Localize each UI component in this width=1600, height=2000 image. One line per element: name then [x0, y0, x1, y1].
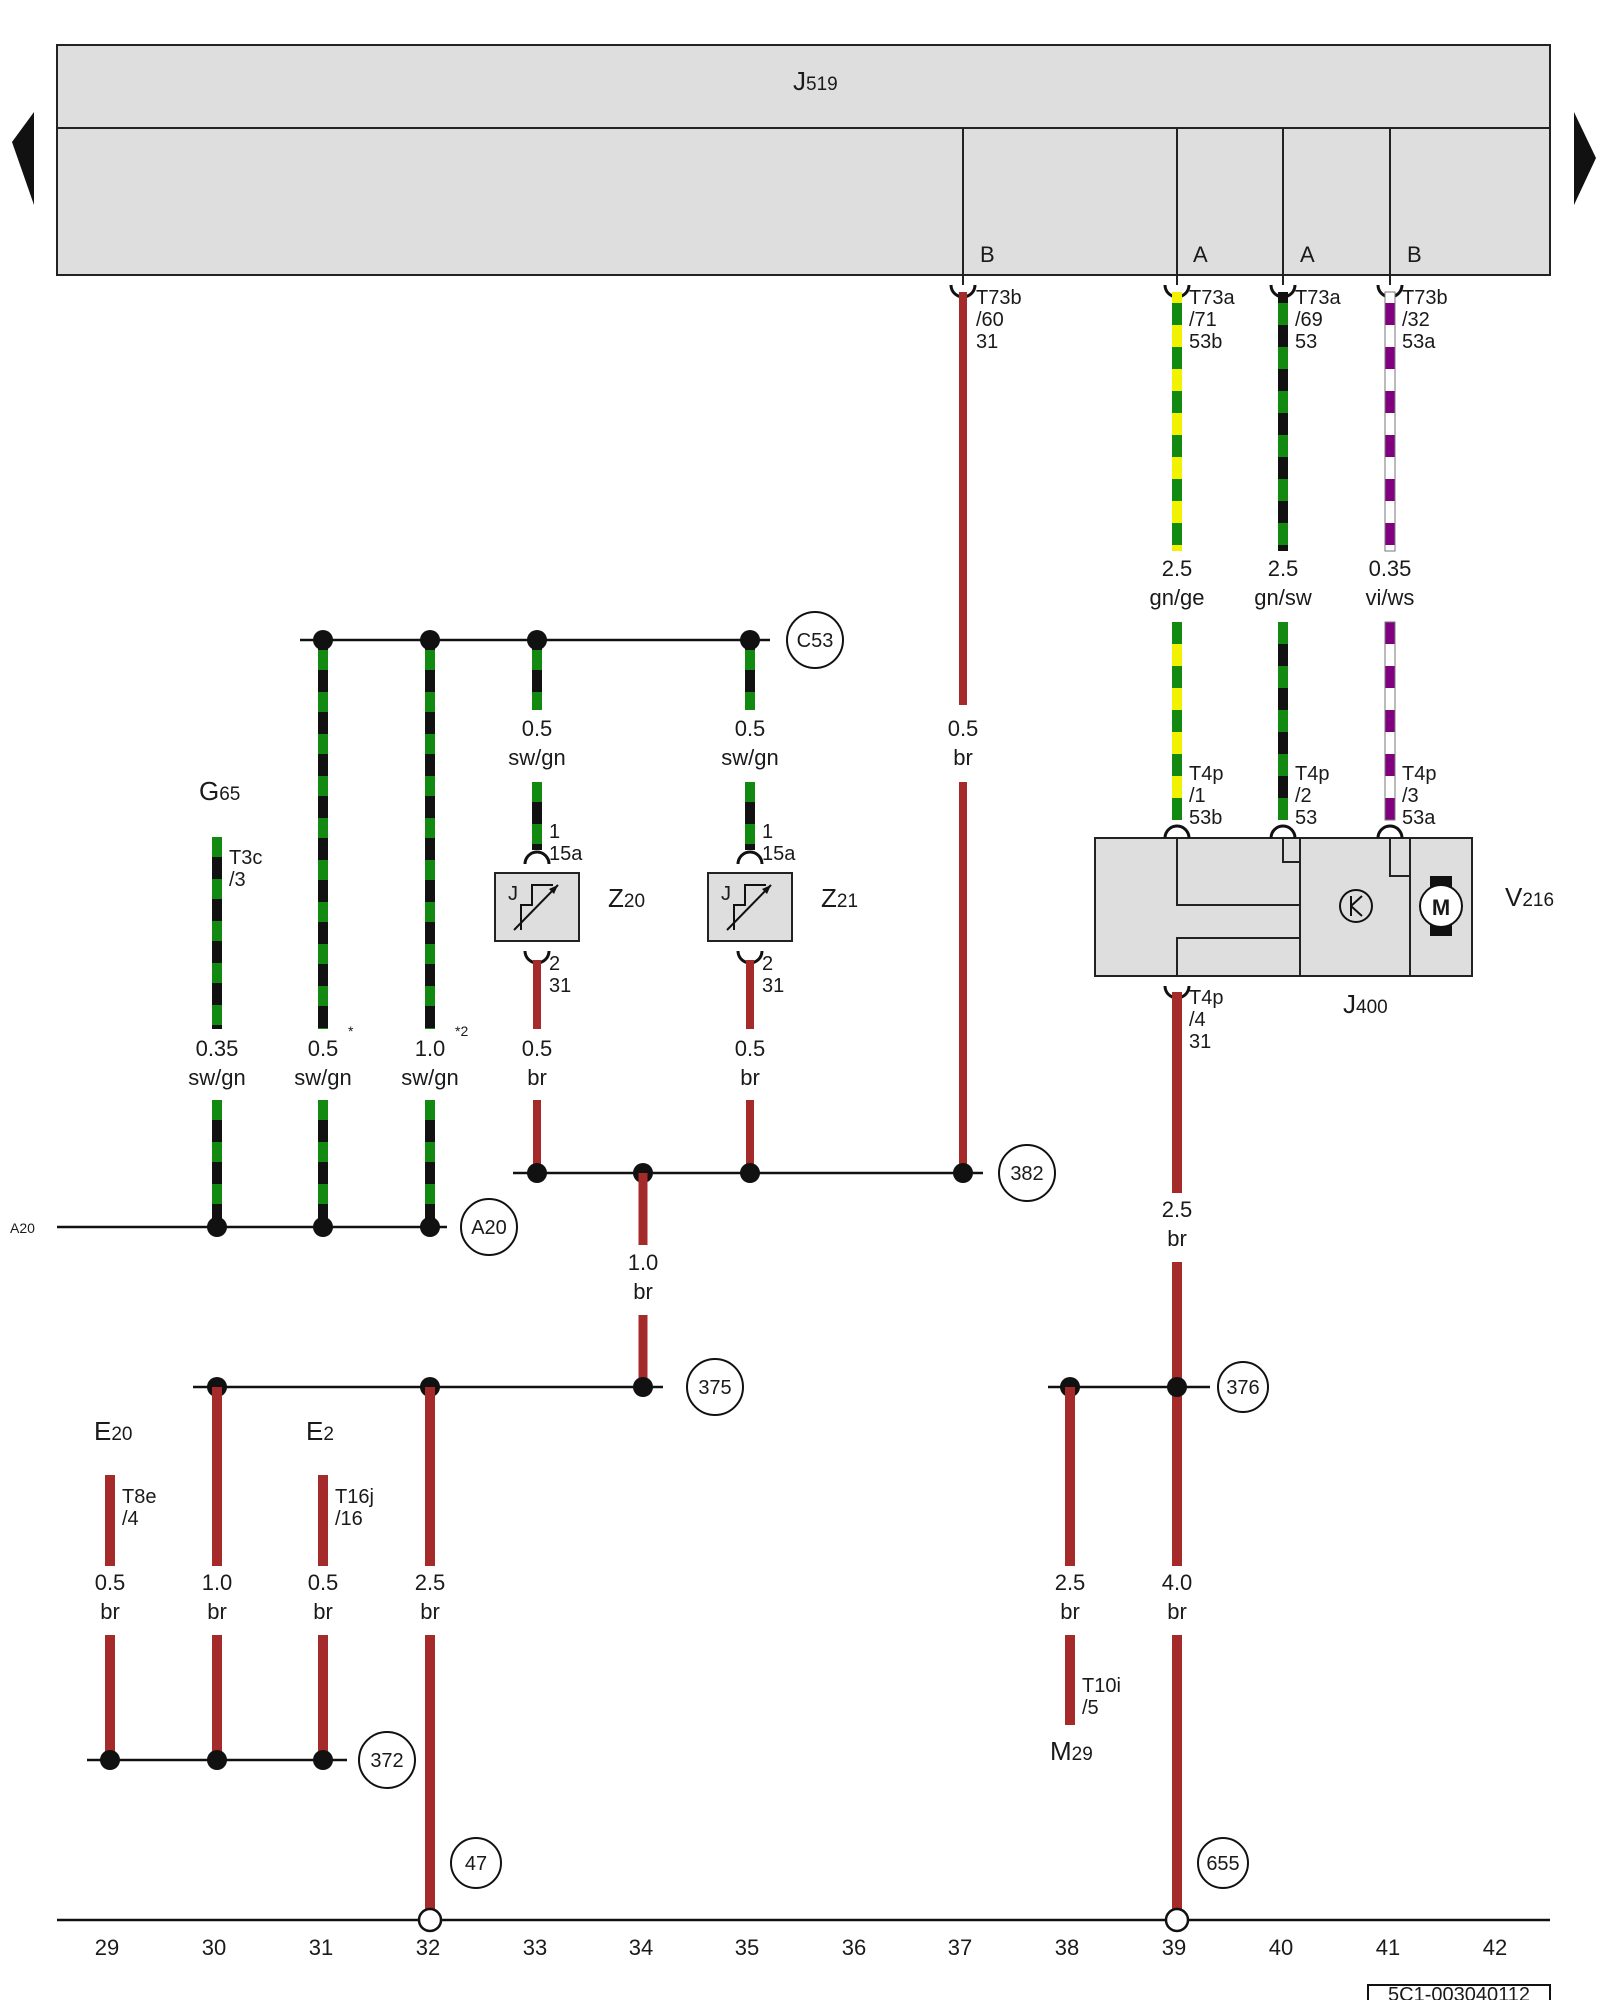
control-unit-label: J519: [793, 66, 838, 96]
svg-text:47: 47: [465, 1853, 487, 1875]
svg-text:382: 382: [1010, 1163, 1043, 1185]
component-label-j400: J400: [1343, 989, 1388, 1019]
connector-letter-a2: A: [1300, 242, 1315, 267]
component-label-g65: G65: [199, 776, 240, 806]
svg-text:39: 39: [1162, 1935, 1186, 1960]
pin-g65: T3c/3: [229, 847, 262, 891]
ref-376: [1217, 1361, 1269, 1413]
svg-text:37: 37: [948, 1935, 972, 1960]
svg-text:375: 375: [698, 1377, 731, 1399]
ref-375: [686, 1358, 744, 1416]
wiper-motor-icon: [1419, 884, 1463, 928]
svg-text:40: 40: [1269, 1935, 1293, 1960]
connector-letter-b2: B: [1407, 242, 1422, 267]
ref-372: [358, 1731, 416, 1789]
svg-text:29: 29: [95, 1935, 119, 1960]
svg-text:36: 36: [842, 1935, 866, 1960]
relay-transistor-icon: [1339, 889, 1373, 923]
component-label-z21: Z21: [821, 883, 858, 913]
note-star2: *2: [455, 1023, 468, 1039]
svg-text:31: 31: [309, 1935, 333, 1960]
pin-e2: T16j/16: [335, 1486, 374, 1530]
component-label-z20: Z20: [608, 883, 645, 913]
document-code: 5C1-003040112: [1388, 1984, 1530, 2000]
svg-text:38: 38: [1055, 1935, 1079, 1960]
svg-text:C53: C53: [797, 630, 834, 652]
component-label-e2: E2: [306, 1416, 334, 1446]
svg-text:32: 32: [416, 1935, 440, 1960]
ref-c53: [786, 611, 844, 669]
ref-382: [998, 1144, 1056, 1202]
pin-m29: T10i/5: [1082, 1675, 1121, 1719]
previous-page-arrow-icon[interactable]: [12, 112, 34, 205]
control-unit-j519-box: [56, 44, 1551, 276]
svg-text:33: 33: [523, 1935, 547, 1960]
component-label-m29: M29: [1050, 1736, 1093, 1766]
svg-text:M: M: [1432, 895, 1450, 920]
svg-text:J: J: [508, 883, 518, 905]
ref-47: [450, 1837, 502, 1889]
note-star: *: [348, 1023, 354, 1039]
pin-e20: T8e/4: [122, 1486, 156, 1530]
component-label-e20: E20: [94, 1416, 132, 1446]
svg-text:41: 41: [1376, 1935, 1400, 1960]
svg-text:376: 376: [1226, 1377, 1259, 1399]
component-label-v216: V216: [1505, 882, 1554, 912]
ref-655: [1197, 1837, 1249, 1889]
stub-label-a20: A20: [10, 1220, 35, 1236]
svg-text:34: 34: [629, 1935, 653, 1960]
document-code-box: [1367, 1984, 1551, 2000]
next-page-arrow-icon[interactable]: [1574, 112, 1596, 205]
connector-letter-a1: A: [1193, 242, 1208, 267]
svg-text:42: 42: [1483, 1935, 1507, 1960]
svg-text:J: J: [721, 883, 731, 905]
column-numbers: 29 30 31 32 33 34 35 36 37 38 39 40 41 4…: [95, 1935, 1507, 1960]
svg-text:655: 655: [1206, 1853, 1239, 1875]
ref-a20: [460, 1198, 518, 1256]
connector-letter-b1: B: [980, 242, 995, 267]
svg-text:35: 35: [735, 1935, 759, 1960]
svg-text:372: 372: [370, 1750, 403, 1772]
svg-text:30: 30: [202, 1935, 226, 1960]
svg-text:A20: A20: [471, 1217, 507, 1239]
